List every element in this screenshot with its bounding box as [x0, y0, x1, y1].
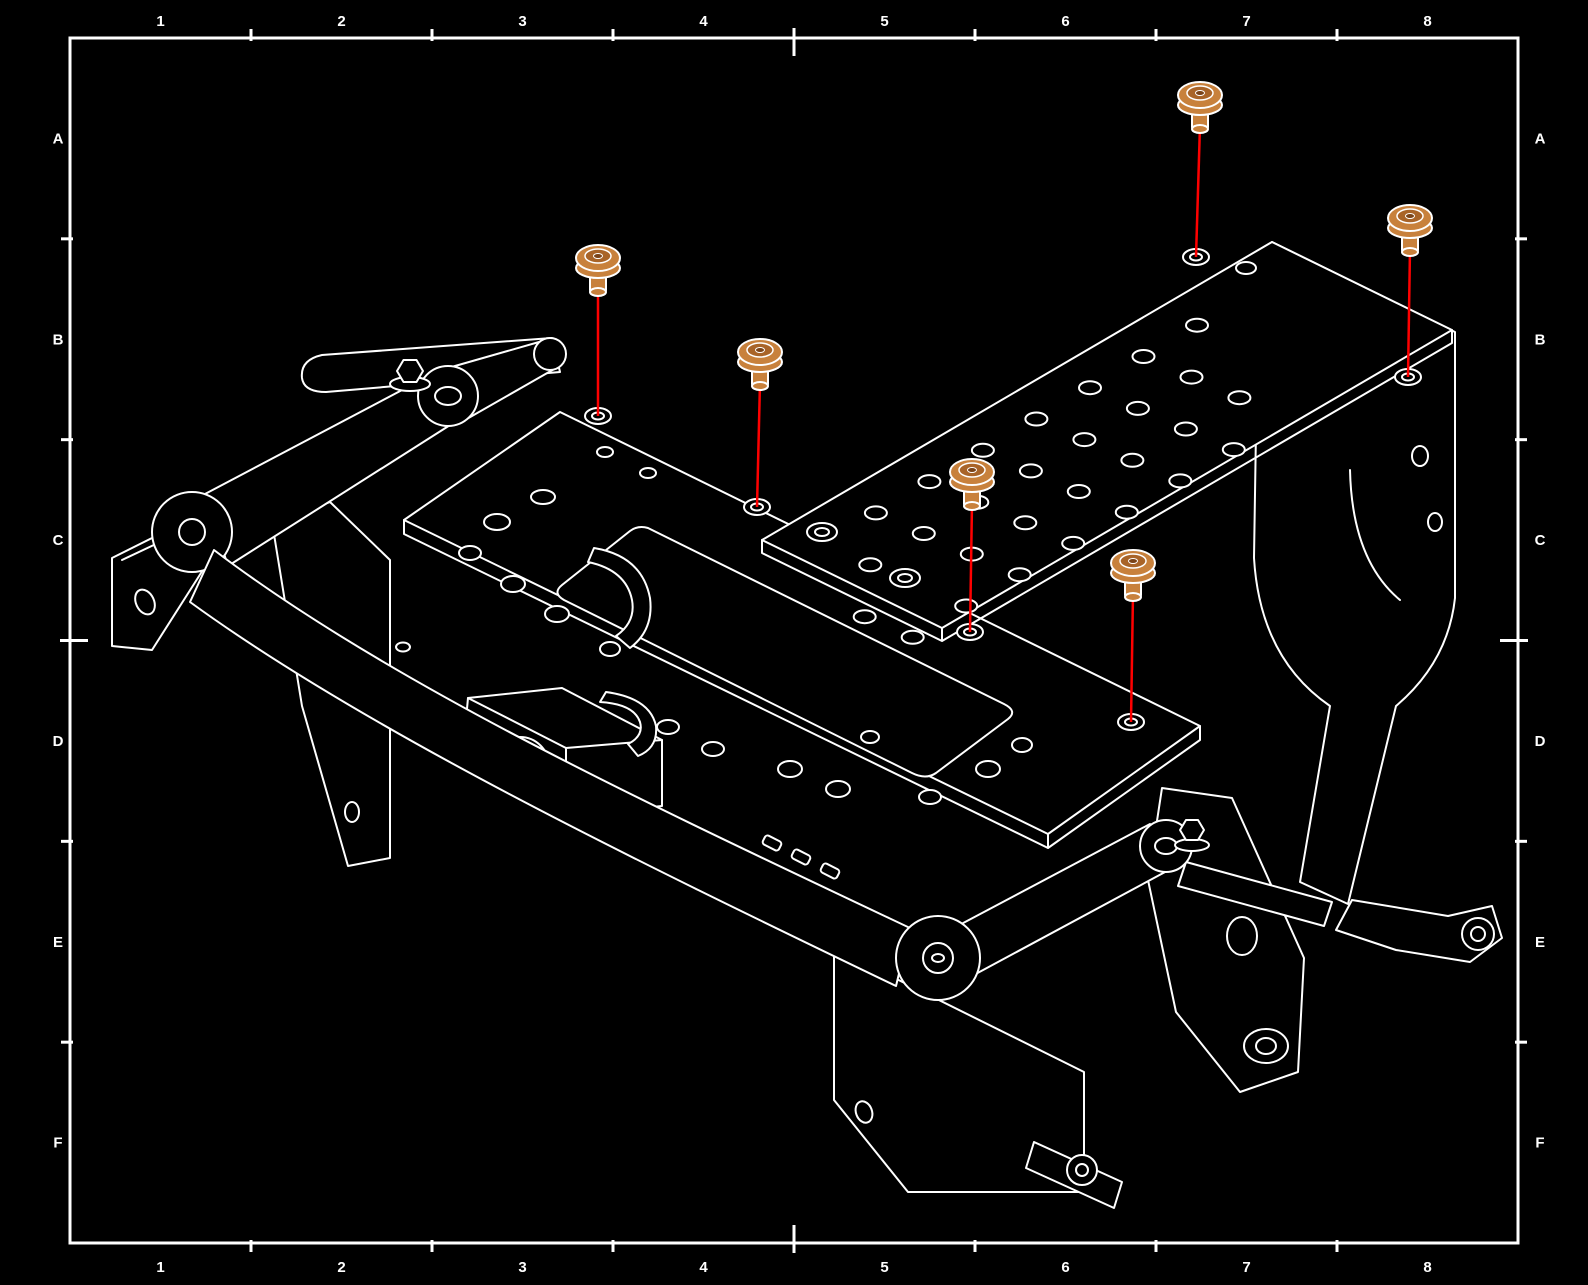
grid-label-bottom-4: 4: [699, 1259, 708, 1276]
grid-label-bottom-8: 8: [1423, 1259, 1431, 1276]
plate-hole: [858, 557, 883, 573]
plate-hole: [1168, 473, 1193, 489]
bottom-panel: [833, 947, 1123, 1209]
screw-shank-tip: [1124, 592, 1142, 602]
grid-label-right-A: A: [1535, 130, 1546, 147]
left-rocker-arms: [151, 337, 567, 573]
grid-label-top-7: 7: [1242, 13, 1250, 30]
grid-label-left-B: B: [53, 331, 64, 348]
plate-hole: [1066, 484, 1091, 499]
plate-hole: [911, 526, 936, 541]
plate-hole: [900, 629, 925, 645]
screw-drive: [967, 467, 977, 473]
grid-label-top-1: 1: [156, 13, 164, 30]
leader-line-screw-2: [1406, 247, 1412, 378]
screw-4-icon: [737, 338, 783, 391]
plate-hole: [1173, 421, 1198, 437]
grid-label-bottom-6: 6: [1061, 1259, 1069, 1276]
screw-3-icon: [575, 244, 621, 297]
leader-lines: [596, 124, 1412, 723]
plate-hole: [1114, 504, 1139, 520]
leader-line-screw-4: [755, 381, 762, 508]
grid-label-right-C: C: [1535, 532, 1546, 549]
plate-hole: [1120, 452, 1145, 468]
screw-shank-tip: [751, 381, 769, 391]
plate-hole: [852, 609, 877, 625]
plate-hole: [1072, 432, 1097, 448]
screw-drive: [755, 347, 765, 353]
plate-hole: [1131, 349, 1156, 364]
plate-hole: [1061, 535, 1086, 551]
plate-hole: [1125, 400, 1150, 416]
plate-hole: [863, 505, 888, 521]
screw-shank-tip: [589, 287, 607, 297]
grid-label-top-2: 2: [337, 13, 345, 30]
plate-hole: [1007, 567, 1032, 583]
grid-label-bottom-5: 5: [880, 1259, 888, 1276]
leader-line-screw-1: [1194, 124, 1202, 258]
perforated-plate: [761, 241, 1453, 645]
plate-hole: [1185, 317, 1209, 333]
screw-2-icon: [1387, 204, 1433, 257]
grid-ticks: [60, 28, 1528, 1253]
plate-hole: [1024, 411, 1049, 427]
grid-label-left-E: E: [53, 934, 63, 951]
grid-label-bottom-1: 1: [156, 1259, 164, 1276]
plate-hole: [1013, 515, 1038, 531]
plate-hole: [954, 598, 979, 614]
grid-label-left-C: C: [53, 532, 64, 549]
plate-hole-pattern: [852, 317, 1252, 645]
screw-6-icon: [1110, 549, 1156, 602]
screw-shank-tip: [1401, 247, 1419, 257]
grid-label-top-6: 6: [1061, 13, 1069, 30]
screw-shank-tip: [1191, 124, 1209, 134]
leader-line-screw-5: [968, 501, 974, 633]
plate-hole: [1018, 463, 1043, 479]
assembly-drawing: [111, 241, 1503, 1209]
plate-hole: [970, 442, 995, 458]
screw-drive: [1405, 213, 1415, 219]
grid-label-bottom-7: 7: [1242, 1259, 1250, 1276]
screw-shank-tip: [963, 501, 981, 511]
leader-line-screw-6: [1129, 592, 1135, 723]
plate-hole: [1078, 380, 1102, 396]
grid-label-bottom-3: 3: [518, 1259, 526, 1276]
grid-label-top-3: 3: [518, 13, 526, 30]
front-lower-arm: [189, 549, 1333, 1001]
screw-5-icon: [949, 458, 995, 511]
grid-label-left-F: F: [53, 1135, 62, 1152]
grid-label-right-B: B: [1535, 331, 1546, 348]
grid-label-top-8: 8: [1423, 13, 1431, 30]
plate-hole: [917, 474, 942, 490]
plate-hole: [1179, 369, 1204, 385]
fastener-screws: [575, 81, 1433, 602]
grid-label-right-E: E: [1535, 934, 1545, 951]
grid-label-left-A: A: [53, 130, 64, 147]
grid-label-top-4: 4: [699, 13, 708, 30]
grid-label-left-D: D: [53, 733, 64, 750]
screw-drive: [1128, 558, 1138, 564]
plate-hole: [1221, 442, 1246, 458]
screw-drive: [1195, 90, 1205, 96]
plate-hole: [1227, 390, 1252, 406]
screw-1-icon: [1177, 81, 1223, 134]
grid-label-bottom-2: 2: [337, 1259, 345, 1276]
grid-label-right-F: F: [1535, 1135, 1544, 1152]
grid-label-right-D: D: [1535, 733, 1546, 750]
grid-label-top-5: 5: [880, 13, 888, 30]
screw-drive: [593, 253, 603, 259]
